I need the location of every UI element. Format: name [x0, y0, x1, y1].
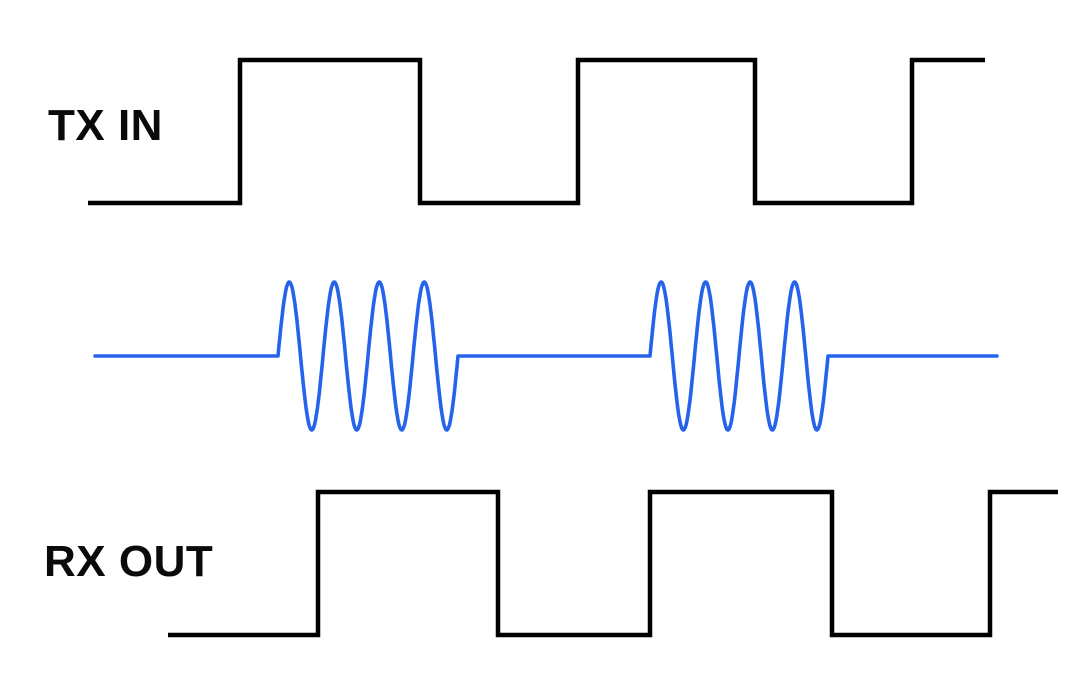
tx-in-label: TX IN	[48, 101, 163, 150]
modulated-carrier-sine-burst-wave	[93, 280, 999, 432]
tx-in-square-wave	[88, 57, 985, 206]
rx-out-square-wave	[168, 489, 1058, 638]
rx-out-label: RX OUT	[44, 537, 214, 586]
